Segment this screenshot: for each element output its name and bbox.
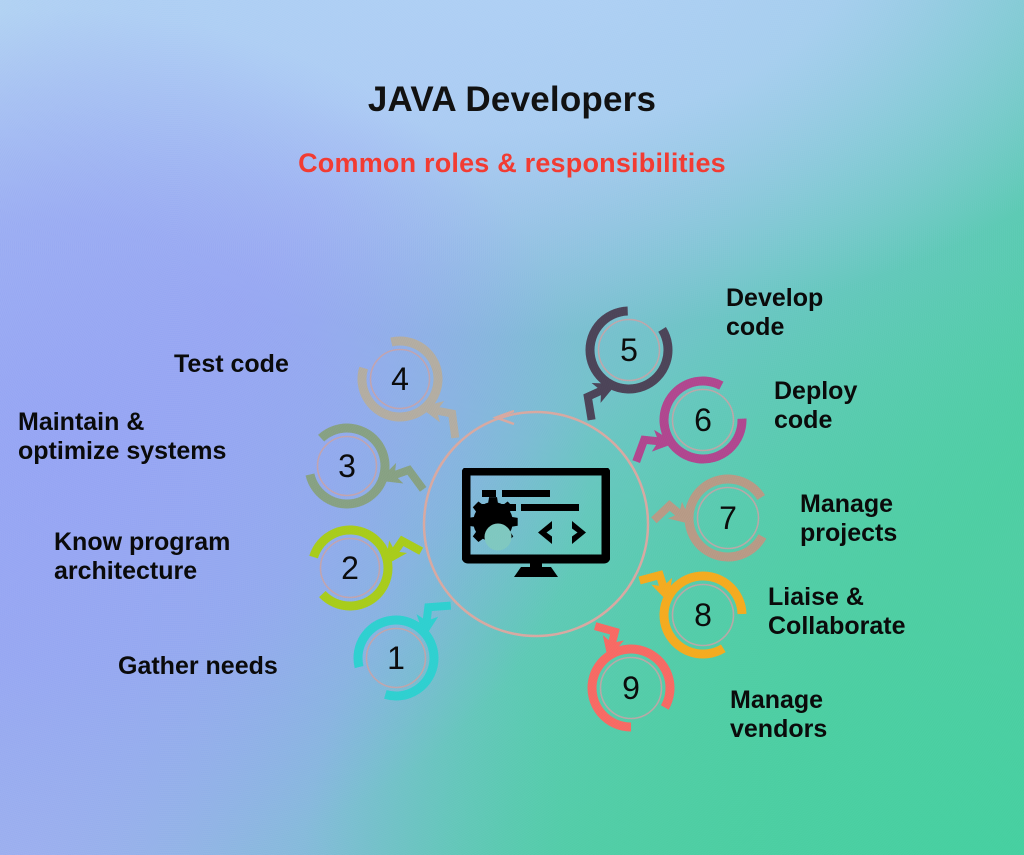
step-label-9: Manage vendors xyxy=(730,686,828,743)
connector-arrows xyxy=(378,382,693,660)
step-inner-ring-3 xyxy=(316,435,378,497)
step-inner-ring-6 xyxy=(671,388,735,452)
step-inner-ring-2 xyxy=(319,537,381,599)
step-ring-2[interactable] xyxy=(309,525,393,611)
step-inner-ring-1 xyxy=(365,627,427,689)
connector-arrow-7 xyxy=(651,500,693,525)
step-label-3: Maintain & optimize systems xyxy=(18,408,227,465)
connector-arrow-1 xyxy=(416,601,452,638)
page-subtitle: Common roles & responsibilities xyxy=(298,148,726,178)
hub-direction-arrowhead-icon xyxy=(492,409,515,426)
step-label-2: Know program architecture xyxy=(54,528,231,585)
connector-arrow-3 xyxy=(378,462,427,492)
connector-arrow-4 xyxy=(420,400,460,439)
step-ring-6[interactable] xyxy=(659,376,747,464)
step-label-8: Liaise & Collaborate xyxy=(768,583,906,640)
connector-arrow-2 xyxy=(385,535,424,566)
connector-arrow-5 xyxy=(583,382,617,421)
step-inner-ring-7 xyxy=(696,486,760,550)
hub-ring xyxy=(422,410,650,638)
step-label-5: Develop code xyxy=(726,284,824,341)
step-label-7: Manage projects xyxy=(800,490,898,547)
connector-arrow-8 xyxy=(638,570,673,603)
step-label-1: Gather needs xyxy=(118,652,278,680)
step-ring-1[interactable] xyxy=(353,615,439,701)
step-inner-ring-9 xyxy=(599,656,663,720)
step-inner-ring-8 xyxy=(671,583,735,647)
step-ring-7[interactable] xyxy=(684,474,767,562)
connector-arrow-9 xyxy=(594,622,624,660)
step-ring-5[interactable] xyxy=(585,306,673,394)
computer-code-monitor-icon xyxy=(462,468,610,577)
page-title: JAVA Developers xyxy=(367,80,657,119)
step-label-6: Deploy code xyxy=(774,377,858,434)
step-ring-8[interactable] xyxy=(659,571,747,659)
step-rings xyxy=(305,306,767,732)
hub-circle xyxy=(422,409,650,638)
step-inner-ring-5 xyxy=(597,318,661,382)
step-ring-3[interactable] xyxy=(305,423,390,509)
step-inner-ring-4 xyxy=(369,348,431,410)
connector-arrow-6 xyxy=(632,429,676,463)
step-ring-9[interactable] xyxy=(587,644,675,732)
step-ring-4[interactable] xyxy=(357,336,443,422)
step-label-4: Test code xyxy=(174,350,289,378)
